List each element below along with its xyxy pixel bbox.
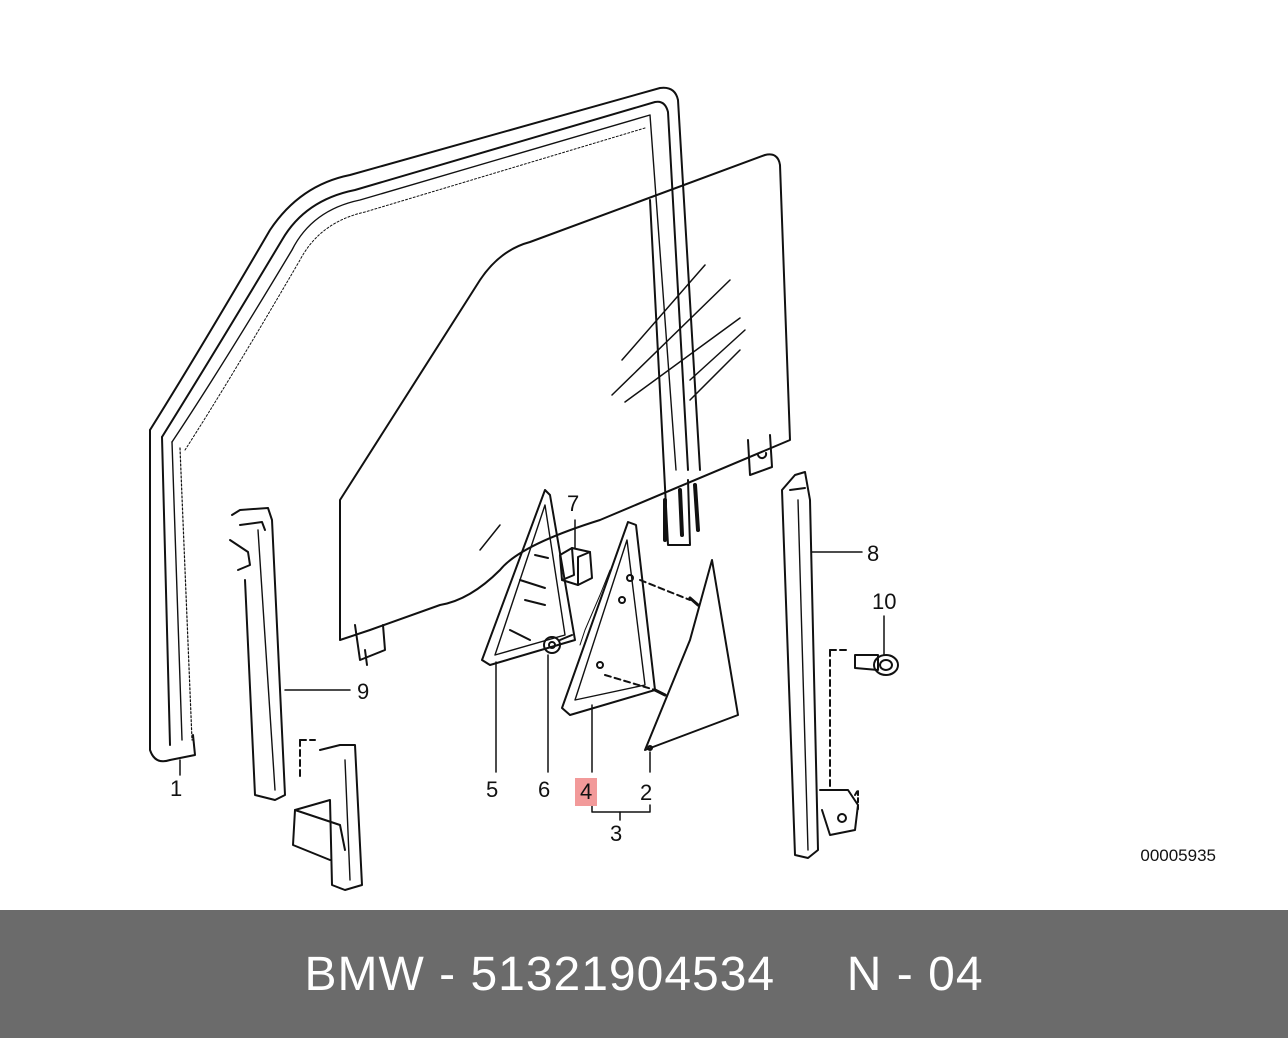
parts-diagram: 1 2 3 4 5 6 7 8 9 10 00005935 — [149, 86, 1216, 891]
brand-name: BMW — [304, 947, 425, 1001]
part-number: 51321904534 — [470, 947, 776, 1001]
callout-2: 2 — [640, 780, 653, 805]
callout-6: 6 — [538, 777, 551, 802]
callout-7: 7 — [567, 491, 580, 516]
callout-5: 5 — [486, 777, 499, 802]
callout-4-highlighted: 4 — [575, 778, 598, 806]
rear-guide-rail — [781, 471, 859, 859]
inner-triangle-trim — [481, 489, 576, 666]
front-guide-rail — [229, 507, 316, 801]
triangle-glass-panel — [604, 559, 739, 751]
separator: - — [424, 947, 471, 1001]
callout-8: 8 — [867, 541, 880, 566]
part-info-bar: BMW - 51321904534 N - 04 — [0, 910, 1288, 1038]
mounting-nut — [543, 634, 573, 654]
mounting-bolt — [854, 654, 899, 676]
rear-guide-channel — [649, 199, 700, 546]
mounting-bushing — [559, 547, 593, 586]
window-glass — [339, 153, 791, 666]
lower-bracket — [292, 744, 363, 891]
callout-1: 1 — [170, 776, 183, 801]
callout-10: 10 — [872, 589, 897, 614]
diagram-image-code: 00005935 — [1140, 846, 1216, 865]
position-code: N - 04 — [846, 947, 984, 1001]
callout-9: 9 — [357, 679, 370, 704]
spacer — [775, 948, 847, 1001]
window-frame-seal — [149, 86, 701, 763]
triangle-window-frame — [561, 521, 656, 716]
callout-3: 3 — [610, 821, 623, 846]
door-window-exploded-view — [149, 86, 899, 891]
part-info-text: BMW - 51321904534 N - 04 — [304, 947, 983, 1002]
leader-lines — [179, 519, 885, 821]
